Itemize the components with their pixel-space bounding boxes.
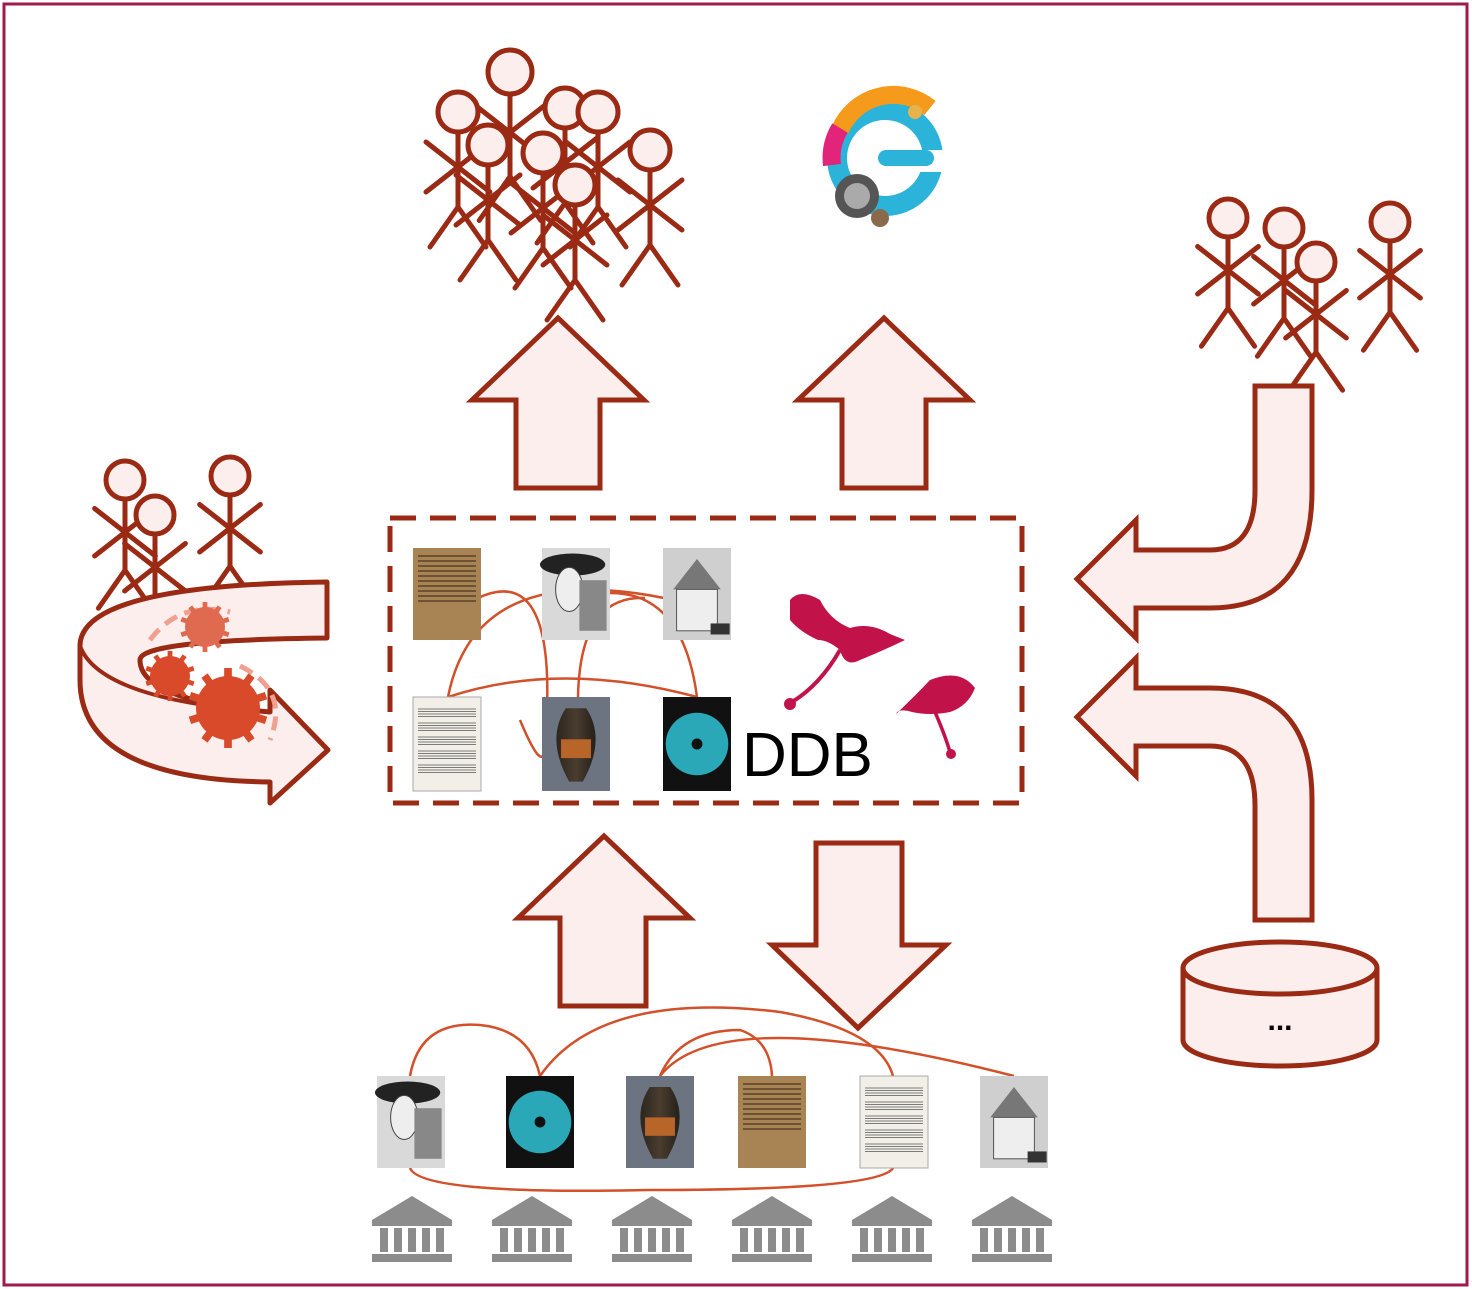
users-crowd-icon [423,47,685,323]
manuscript-image [413,548,481,640]
person-icon [540,162,610,323]
person-icon [1283,240,1349,393]
ddb-platform-box [387,515,1025,806]
sheet-music-image [412,696,482,792]
ddb-logo-icon [784,594,975,759]
gear-icon [180,602,230,652]
person-icon [1195,196,1261,349]
person-icon [1251,206,1317,359]
arrow-up-to-europeana [791,314,977,491]
gear-icon [145,651,195,701]
arrow-from-database [1073,651,1315,923]
ddb-label: DDB [742,721,873,790]
person-icon [1357,200,1423,353]
ddb-cultural-objects [412,548,731,792]
person-icon [197,454,263,607]
museum-building-icon [852,1196,932,1262]
contributors-icon [1195,196,1423,393]
portrait-image [539,548,610,640]
gear-icon [188,668,268,748]
institution-object-links [408,1006,1015,1192]
manuscript-image [738,1076,806,1168]
museum-building-icon [372,1196,452,1262]
museum-building-icon [732,1196,812,1262]
database-label: ... [1267,1004,1292,1037]
house-image [980,1076,1048,1168]
person-icon [423,89,493,250]
museum-building-icon [612,1196,692,1262]
vase-image [626,1076,694,1168]
database-cylinder-icon [1180,939,1380,1069]
record-image [663,697,731,791]
institution-objects [374,1075,1048,1169]
museum-building-icon [972,1196,1052,1262]
arrow-up-to-users [465,314,651,491]
sheet-music-image [859,1075,929,1169]
museum-building-icon [492,1196,572,1262]
europeana-logo-icon [822,85,945,227]
gear-icon [145,602,268,748]
person-icon [615,127,685,288]
vase-image [542,697,610,791]
museum-building-icon [372,1196,1052,1262]
arrow-up-from-institutions [511,832,697,1009]
arrow-from-contributors [1073,383,1315,645]
record-image [506,1076,574,1168]
portrait-image [374,1076,445,1168]
house-image [663,548,731,640]
arrow-down-to-institutions [765,840,953,1032]
